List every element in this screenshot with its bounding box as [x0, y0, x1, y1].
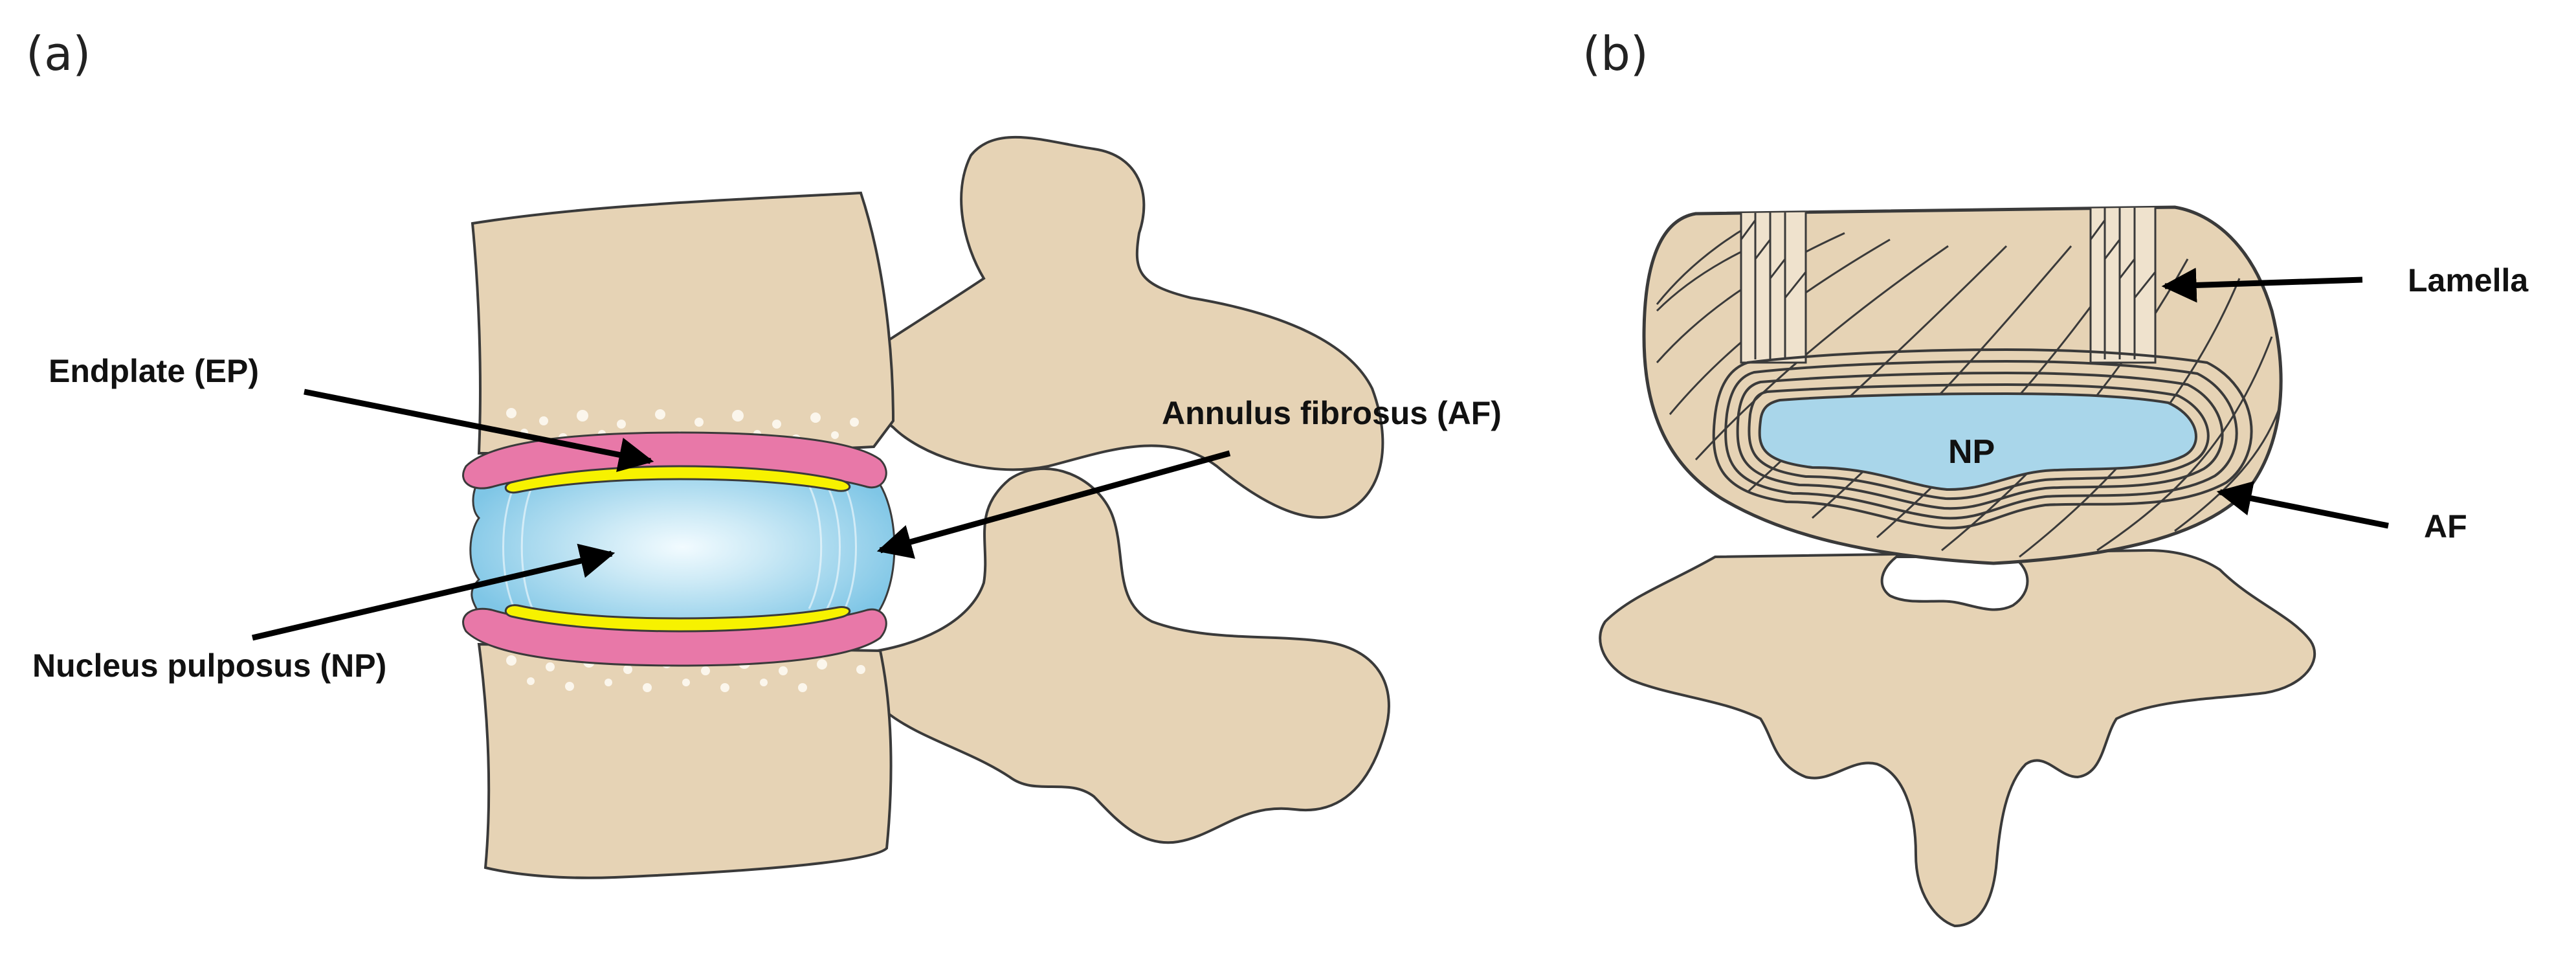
af-label: AF — [2424, 508, 2467, 545]
endplate-label: Endplate (EP) — [49, 353, 259, 389]
axial-vertebra-illustration — [1599, 205, 2316, 928]
endplate-arrow — [304, 388, 654, 472]
lower-endplate-cartilage — [504, 604, 850, 633]
af-arrow — [2216, 481, 2389, 529]
panel-a-tag: (a) — [26, 27, 91, 81]
upper-posterior-process — [852, 136, 1384, 519]
nucleus-pulposus-axial — [1758, 392, 2197, 491]
annulus-fibrosus-rings — [1712, 348, 2253, 530]
nucleus-arrow — [251, 543, 616, 641]
annulus-arrow — [876, 450, 1231, 559]
vertebral-arch — [1599, 548, 2316, 928]
panel-a-arrows — [251, 388, 1231, 641]
lateral-spine-illustration — [471, 136, 1390, 879]
panel-b-tag: (b) — [1582, 27, 1649, 81]
lamella-band-stripes — [1740, 207, 2157, 359]
spinal-canal — [1880, 556, 2029, 611]
lower-posterior-process — [851, 467, 1390, 844]
np-label: NP — [1948, 433, 1995, 471]
intervertebral-disc-lateral — [462, 431, 896, 667]
upper-vertebral-body — [471, 191, 895, 455]
lamella-arrow — [2161, 267, 2363, 303]
lamella-bands — [1740, 207, 2157, 364]
lamella-label: Lamella — [2408, 262, 2529, 298]
panel-b-arrows — [2161, 267, 2389, 529]
annulus-fibrosus-label: Annulus fibrosus (AF) — [1162, 395, 1502, 431]
nucleus-pulposus-label: Nucleus pulposus (NP) — [32, 647, 386, 684]
